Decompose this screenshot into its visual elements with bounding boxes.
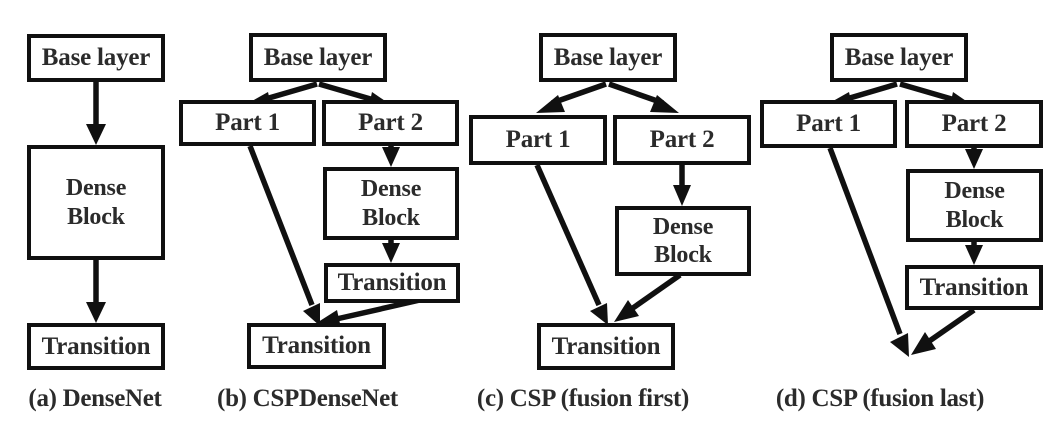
panel-d-base-layer-box: Base layer — [830, 33, 968, 82]
arrowhead-b-part2-to-dense — [382, 147, 400, 167]
panel-b-part-1-label: Part 1 — [215, 109, 280, 136]
panel-d-caption: (d) CSP (fusion last) — [775, 385, 985, 412]
edge-d-part1-to-fusion — [827, 147, 903, 335]
panel-d-base-layer-label: Base layer — [844, 43, 954, 71]
panel-d-dense-block-box: Dense Block — [906, 169, 1043, 242]
panel-c-dense-block-box: Dense Block — [615, 206, 751, 276]
panel-c-part-1-box: Part 1 — [469, 115, 607, 165]
panel-b-base-layer-box: Base layer — [249, 33, 387, 82]
panel-d-transition-box: Transition — [905, 265, 1043, 310]
panel-c-transition-label: Transition — [551, 332, 661, 360]
panel-a-edges — [86, 82, 106, 323]
arrowhead-c-dense-to-transition — [614, 300, 639, 322]
arrowhead-b-dense-to-transition — [382, 243, 400, 263]
panel-b-base-layer-label: Base layer — [263, 43, 373, 71]
panel-b-dense-block-label: Dense Block — [360, 176, 422, 231]
arrowhead-c-base-to-part1 — [536, 95, 565, 113]
panel-c-transition-box: Transition — [537, 323, 675, 370]
panel-d-part-2-box: Part 2 — [905, 100, 1043, 148]
arrowhead-c-base-to-part2 — [650, 95, 679, 113]
arrowhead-a-base-to-dense — [86, 124, 106, 145]
edge-c-base-to-part1 — [551, 81, 607, 106]
panel-d-part-2-label: Part 2 — [941, 110, 1007, 137]
panel-b-part-1-box: Part 1 — [179, 100, 316, 146]
panel-d-part-1-label: Part 1 — [796, 110, 861, 137]
panel-c-base-layer-label: Base layer — [553, 43, 663, 71]
edge-c-part1-to-transition — [534, 163, 602, 307]
panel-d-dense-block-label: Dense Block — [944, 178, 1005, 233]
panel-a-base-layer-label: Base layer — [41, 44, 151, 71]
edge-d-base-to-part1 — [842, 81, 898, 103]
panel-c-part-1-label: Part 1 — [505, 126, 571, 153]
panel-b-part-2-box: Part 2 — [322, 100, 459, 146]
panel-b-caption: (b) CSPDenseNet — [217, 385, 398, 412]
edge-c-dense-to-transition — [628, 272, 682, 313]
panel-c-edges — [534, 81, 691, 325]
panel-c-part-2-box: Part 2 — [613, 115, 751, 165]
panel-c-dense-block-label: Dense Block — [652, 213, 714, 268]
panel-a-dense-block-label: Dense Block — [65, 175, 127, 230]
edge-b-base-to-part1 — [261, 81, 318, 103]
arrowhead-c-part1-to-transition — [590, 303, 608, 325]
panel-b-transition-upper-label: Transition — [337, 269, 447, 296]
panel-a-transition-box: Transition — [27, 323, 165, 370]
panel-b-transition-upper-box: Transition — [324, 263, 460, 303]
edge-b-part1-to-transition — [247, 145, 315, 306]
arrowhead-c-part2-to-dense — [673, 185, 691, 206]
edge-d-base-to-part2 — [899, 81, 956, 103]
panel-a-transition-label: Transition — [41, 332, 151, 360]
arrowhead-d-part2-to-dense — [965, 149, 983, 169]
panel-a-base-layer-box: Base layer — [27, 34, 165, 82]
panel-d-part-1-box: Part 1 — [760, 100, 897, 148]
panel-b-transition-lower-label: Transition — [262, 332, 371, 359]
edge-b-base-to-part2 — [318, 81, 375, 103]
panel-c-part-2-label: Part 2 — [649, 126, 715, 153]
edge-c-base-to-part2 — [608, 81, 664, 106]
arrowhead-d-transition-to-fusion — [911, 332, 936, 355]
panel-a-dense-block-box: Dense Block — [27, 145, 165, 260]
edge-d-transition-to-fusion — [926, 307, 976, 345]
arrowhead-d-part1-to-fusion — [890, 333, 909, 357]
arrowhead-d-dense-to-transition — [965, 245, 983, 265]
edge-b-transition-to-transition — [331, 297, 421, 323]
panel-c-base-layer-box: Base layer — [539, 33, 677, 82]
panel-d-transition-label: Transition — [919, 273, 1029, 301]
panel-c-caption: (c) CSP (fusion first) — [476, 385, 690, 412]
arrowhead-b-part1-to-transition — [303, 303, 320, 326]
panel-b-transition-lower-box: Transition — [247, 323, 386, 369]
panel-b-dense-block-box: Dense Block — [323, 167, 459, 240]
panel-b-part-2-label: Part 2 — [358, 109, 423, 136]
panel-a-caption: (a) DenseNet — [28, 385, 162, 412]
arrowhead-a-dense-to-transition — [86, 302, 106, 323]
